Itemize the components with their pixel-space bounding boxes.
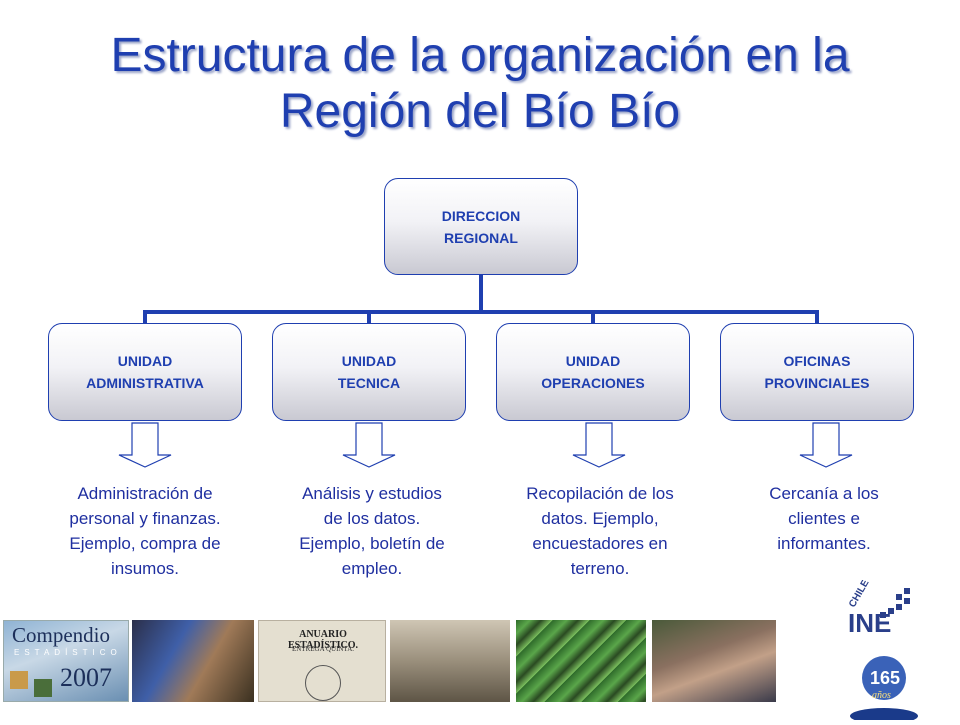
unit-description-oficinas: Cercanía a los clientes e informantes. (769, 484, 879, 553)
ine-logo: CHILE INE 165 años (840, 578, 952, 725)
unit-description-administrativa: Administración de personal y finanzas. E… (69, 484, 221, 578)
down-arrow-3 (572, 422, 626, 468)
root-node-label: DIRECCION REGIONAL (441, 207, 521, 246)
unit-node-tecnica: UNIDAD TECNICA (272, 323, 466, 421)
ine-anniversary-word: años (872, 690, 891, 701)
compendio-cover-image: Compendio ESTADÍSTICO 2007 (3, 620, 129, 702)
title-line-1: Estructura de la organización en la (110, 29, 850, 82)
anuario-seal (305, 665, 341, 701)
anuario-subtitle: ENTREGA QUINTA. (291, 645, 355, 653)
compendio-thumb-1 (10, 671, 28, 689)
compendio-year: 2007 (60, 663, 112, 692)
title-line-2: Región del Bío Bío (279, 85, 681, 138)
unit-node-label: UNIDAD OPERACIONES (541, 353, 645, 391)
unit-node-oficinas-provinciales: OFICINAS PROVINCIALES (720, 323, 914, 421)
unit-node-label: UNIDAD TECNICA (337, 353, 401, 391)
down-arrow-2 (342, 422, 396, 468)
page-title: Estructura de la organización en la Regi… (0, 28, 960, 140)
down-arrow-4 (799, 422, 853, 468)
photo-crop-field (516, 620, 646, 702)
photo-historic-family (390, 620, 510, 702)
ine-logo-graphic: CHILE INE 165 años (847, 578, 918, 724)
root-node-direccion-regional: DIRECCION REGIONAL (384, 178, 578, 275)
ine-country: CHILE (847, 580, 872, 610)
anuario-title: ANUARIO ESTADÍSTICO. (287, 629, 359, 651)
down-arrow-1 (118, 422, 172, 468)
unit-node-label: OFICINAS PROVINCIALES (764, 353, 870, 391)
unit-node-label: UNIDAD ADMINISTRATIVA (86, 353, 204, 391)
unit-node-operaciones: UNIDAD OPERACIONES (496, 323, 690, 421)
unit-node-administrativa: UNIDAD ADMINISTRATIVA (48, 323, 242, 421)
anuario-estadistico-image: ANUARIO ESTADÍSTICO. ENTREGA QUINTA. (258, 620, 386, 702)
ine-anniversary-years: 165 (870, 668, 900, 688)
compendio-subtitle: ESTADÍSTICO (14, 648, 122, 657)
unit-description-operaciones: Recopilación de los datos. Ejemplo, encu… (526, 484, 674, 578)
ine-name: INE (848, 608, 891, 638)
compendio-title: Compendio (12, 623, 110, 647)
compendio-thumb-2 (34, 679, 52, 697)
photo-rural-family (652, 620, 776, 702)
unit-description-tecnica: Análisis y estudios de los datos. Ejempl… (299, 484, 445, 578)
photo-worker-interview (132, 620, 254, 702)
